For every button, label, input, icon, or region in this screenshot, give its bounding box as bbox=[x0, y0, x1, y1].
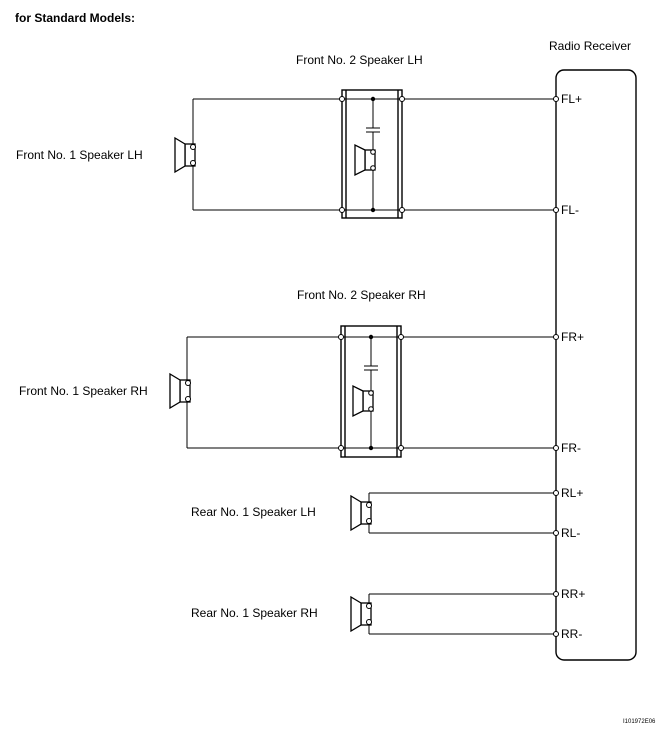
fl-plus-label: FL+ bbox=[561, 92, 582, 106]
rl-minus-terminal bbox=[553, 530, 559, 536]
front-no2-speaker-rh-unit bbox=[338, 325, 404, 458]
figure-code: I101972E06 bbox=[623, 719, 656, 725]
rr-plus-label: RR+ bbox=[561, 587, 585, 601]
fl-plus-terminal bbox=[553, 96, 559, 102]
rl-plus-label: RL+ bbox=[561, 486, 583, 500]
radio-receiver-label: Radio Receiver bbox=[549, 39, 631, 53]
rear-no1-speaker-rh-label: Rear No. 1 Speaker RH bbox=[191, 606, 318, 620]
front-no1-speaker-lh-icon bbox=[174, 136, 196, 174]
rear-no1-speaker-rh-icon bbox=[350, 595, 372, 633]
front-no1-speaker-lh-label: Front No. 1 Speaker LH bbox=[16, 148, 143, 162]
diagram-title: for Standard Models: bbox=[15, 11, 135, 25]
front-no2-speaker-rh-label: Front No. 2 Speaker RH bbox=[297, 288, 426, 302]
radio-receiver-box bbox=[555, 69, 637, 661]
rear-no1-speaker-lh-label: Rear No. 1 Speaker LH bbox=[191, 505, 316, 519]
front-no2-speaker-lh-label: Front No. 2 Speaker LH bbox=[296, 53, 423, 67]
fl-minus-label: FL- bbox=[561, 203, 579, 217]
fr-minus-terminal bbox=[553, 445, 559, 451]
rr-minus-label: RR- bbox=[561, 627, 582, 641]
front-no1-speaker-rh-icon bbox=[169, 372, 191, 410]
fr-minus-label: FR- bbox=[561, 441, 581, 455]
rr-plus-terminal bbox=[553, 591, 559, 597]
fr-plus-label: FR+ bbox=[561, 330, 584, 344]
fr-plus-terminal bbox=[553, 334, 559, 340]
fl-minus-terminal bbox=[553, 207, 559, 213]
rl-plus-terminal bbox=[553, 490, 559, 496]
front-no2-speaker-lh-unit bbox=[339, 89, 405, 219]
rl-minus-label: RL- bbox=[561, 526, 580, 540]
rr-minus-terminal bbox=[553, 631, 559, 637]
rear-no1-speaker-lh-icon bbox=[350, 494, 372, 532]
front-no1-speaker-rh-label: Front No. 1 Speaker RH bbox=[19, 384, 148, 398]
